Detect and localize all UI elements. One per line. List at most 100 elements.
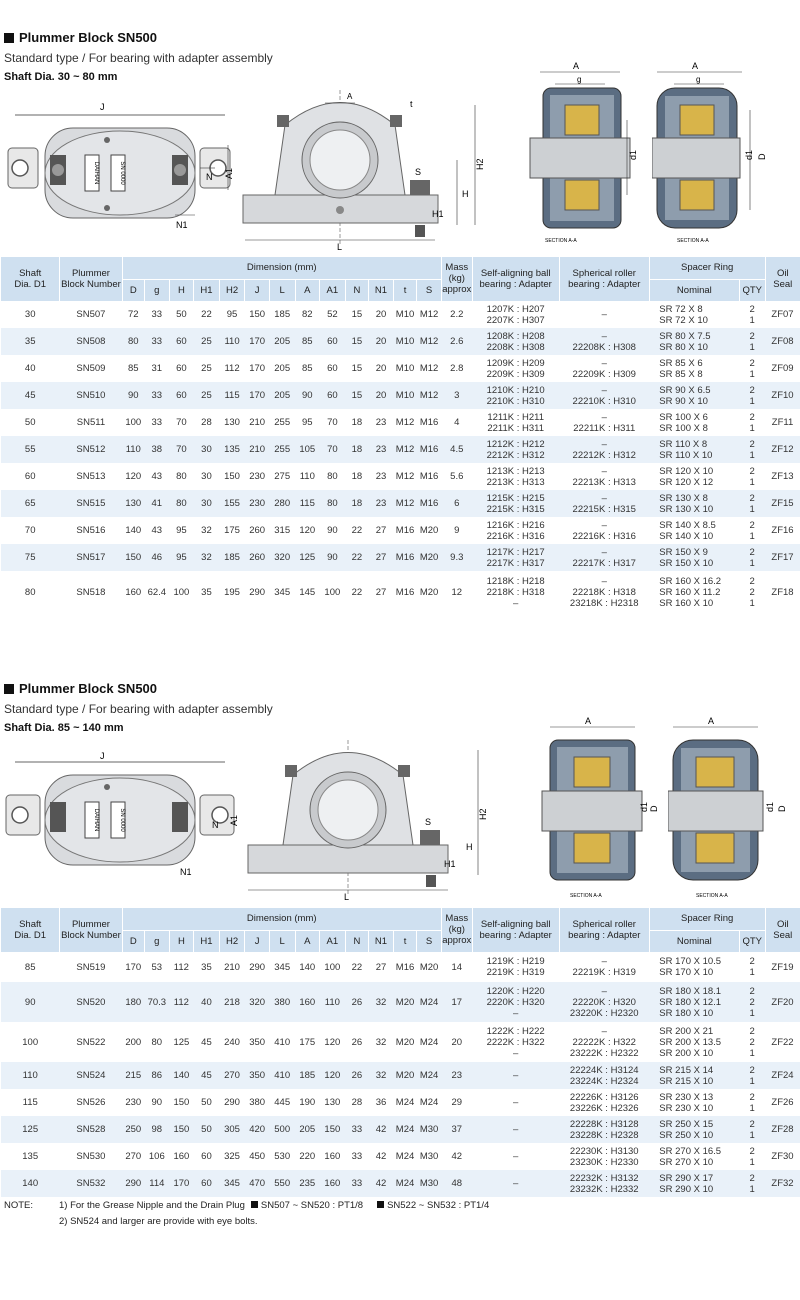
cell-S: M16 bbox=[419, 417, 439, 428]
cell-t: M16 bbox=[393, 544, 417, 571]
cell-N: 26 bbox=[351, 1036, 363, 1048]
cell-L: 550 bbox=[269, 1170, 295, 1197]
cell-block: SN513 bbox=[76, 471, 106, 482]
cell-block: SN507 bbox=[76, 309, 106, 321]
cell-qty: 2 1 bbox=[749, 303, 755, 326]
cell-block: SN516 bbox=[76, 525, 106, 536]
cell-D: 250 bbox=[122, 1116, 145, 1143]
cell-seal: ZF32 bbox=[765, 1170, 800, 1197]
cell-t: M20 bbox=[393, 1062, 417, 1089]
cell-d1: 80 bbox=[24, 587, 36, 598]
cell-ring: SR 130 X 8 SR 130 X 10 bbox=[649, 490, 740, 517]
cell-A1: 130 bbox=[324, 1097, 341, 1108]
sv2-label-D: D bbox=[757, 153, 767, 160]
cell-seal: ZF16 bbox=[771, 525, 794, 536]
cell-L: 280 bbox=[269, 490, 295, 517]
cell-qty: 2 2 1 bbox=[739, 982, 765, 1022]
cell-ring: SR 290 X 17 SR 290 X 10 bbox=[649, 1170, 740, 1197]
cell-sph: – 22212K : H312 bbox=[559, 436, 650, 463]
th-mass: Mass (kg) approx bbox=[440, 257, 473, 302]
cell-N1: 27 bbox=[375, 961, 387, 973]
cell-S: M30 bbox=[419, 1151, 439, 1162]
cell-D: 160 bbox=[125, 587, 142, 598]
cell-H1: 50 bbox=[201, 1097, 212, 1108]
sv2-label-g: g bbox=[696, 75, 700, 84]
cell-d1: 75 bbox=[0, 544, 60, 571]
th-dim: t bbox=[392, 930, 417, 953]
sv2-label-A: A bbox=[708, 716, 714, 726]
cell-N: 33 bbox=[351, 1151, 363, 1162]
cell-H2: 115 bbox=[219, 382, 245, 409]
cell-S: M12 bbox=[416, 382, 442, 409]
cell-A: 120 bbox=[299, 525, 316, 536]
cell-S: M20 bbox=[419, 961, 439, 973]
cell-g: 33 bbox=[151, 309, 163, 321]
cell-D: 85 bbox=[127, 363, 139, 374]
label-J: J bbox=[100, 102, 105, 112]
cell-N1: 27 bbox=[375, 587, 387, 598]
top-view-drawing: J DAIHAN SN 0000 N A1 N1 bbox=[7, 102, 234, 230]
cell-d1: 60 bbox=[24, 471, 36, 482]
cell-mass: 29 bbox=[451, 1097, 463, 1108]
cell-A1: 120 bbox=[324, 1036, 341, 1048]
cell-qty: 2 1 bbox=[739, 1116, 765, 1143]
cell-ring: SR 250 X 15 SR 250 X 10 bbox=[649, 1116, 740, 1143]
cell-t: M12 bbox=[393, 490, 417, 517]
cell-A: 140 bbox=[299, 961, 316, 973]
top-view-drawing: J DAIHAN SN 0000 N A1 N1 bbox=[5, 751, 239, 877]
label-S: S bbox=[415, 167, 421, 177]
cell-ring: SR 170 X 10.5 SR 170 X 10 bbox=[659, 956, 722, 979]
cell-L: 410 bbox=[274, 1036, 291, 1048]
cell-H: 112 bbox=[169, 982, 194, 1022]
cell-ring: SR 200 X 21 SR 200 X 13.5 SR 200 X 10 bbox=[659, 1025, 722, 1059]
cell-block: SN520 bbox=[59, 982, 123, 1022]
cell-D: 140 bbox=[125, 525, 142, 536]
cell-g: 70.3 bbox=[144, 982, 170, 1022]
cell-t: M16 bbox=[395, 525, 415, 536]
cell-A: 175 bbox=[299, 1036, 316, 1048]
cell-H1: 30 bbox=[193, 490, 220, 517]
cell-g: 80 bbox=[151, 1036, 163, 1048]
th-dim: N bbox=[344, 279, 369, 302]
cell-N1: 32 bbox=[375, 1036, 387, 1048]
cell-t: M24 bbox=[393, 1170, 417, 1197]
cell-t: M10 bbox=[393, 382, 417, 409]
th-dim: D bbox=[121, 279, 145, 302]
th-dim: S bbox=[416, 930, 442, 953]
cell-mass: 23 bbox=[441, 1062, 473, 1089]
cell-N: 28 bbox=[351, 1097, 363, 1108]
cell-L: 205 bbox=[274, 363, 291, 374]
cell-sph: – 22216K : H316 bbox=[572, 519, 636, 542]
cell-ring: SR 120 X 10 SR 120 X 12 bbox=[659, 465, 714, 488]
logo-text: DAIHAN bbox=[93, 809, 99, 832]
cell-t: M12 bbox=[393, 436, 417, 463]
cell-g: 43 bbox=[151, 471, 163, 482]
cell-D: 180 bbox=[122, 982, 145, 1022]
cell-N1: 27 bbox=[375, 525, 387, 536]
cell-H1: 35 bbox=[201, 961, 212, 973]
cell-A: 190 bbox=[299, 1097, 316, 1108]
th-sph: Spherical roller bearing : Adapter bbox=[558, 257, 650, 302]
sv2-label-d1: d1 bbox=[765, 802, 775, 812]
cell-D: 290 bbox=[122, 1170, 145, 1197]
label-A: A bbox=[347, 92, 353, 101]
cell-block: SN522 bbox=[76, 1036, 106, 1048]
th-block: Plummer Block Number bbox=[59, 908, 123, 953]
cell-block: SN517 bbox=[59, 544, 123, 571]
cell-block: SN508 bbox=[59, 328, 123, 355]
cell-L: 500 bbox=[269, 1116, 295, 1143]
cell-seal: ZF24 bbox=[765, 1062, 800, 1089]
label-H: H bbox=[466, 842, 473, 852]
cell-qty: 2 1 bbox=[749, 465, 755, 488]
sv2-label-d1: d1 bbox=[744, 150, 754, 160]
cell-S: M24 bbox=[419, 1036, 439, 1048]
cell-ring: SR 90 X 6.5 SR 90 X 10 bbox=[649, 382, 740, 409]
th-dim: N1 bbox=[368, 279, 394, 302]
cell-sph: 22230K : H3130 23230K : H2330 bbox=[569, 1145, 639, 1168]
cell-A: 82 bbox=[301, 309, 313, 321]
cell-sph: – 22222K : H322 23222K : H2322 bbox=[569, 1025, 639, 1059]
cell-mass: 12 bbox=[451, 587, 463, 598]
